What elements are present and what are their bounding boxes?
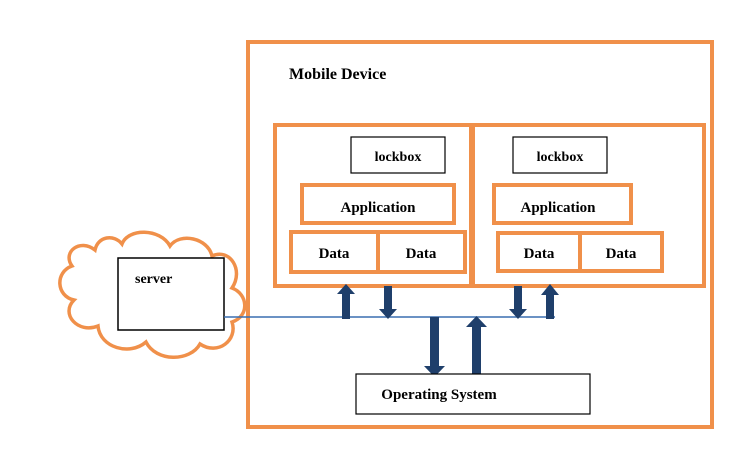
right-data-2-label: Data	[606, 246, 637, 262]
right-data-1-label: Data	[524, 246, 555, 262]
right-application-label: Application	[520, 200, 596, 216]
left-data-1-label: Data	[319, 246, 350, 262]
operating-system-label: Operating System	[381, 387, 497, 403]
arrow-down-to-os	[424, 317, 445, 377]
left-application-box	[300, 183, 456, 225]
cloud-shape	[58, 230, 247, 359]
arrow-down-right-app	[509, 286, 527, 319]
server-label: server	[135, 272, 172, 287]
left-data-2-label: Data	[406, 246, 437, 262]
mobile-device-title: Mobile Device	[289, 66, 386, 83]
arrow-up-from-os	[466, 316, 487, 375]
arrow-down-left-app	[379, 286, 397, 319]
right-lockbox-label: lockbox	[537, 150, 584, 165]
right-app-container	[471, 123, 706, 288]
operating-system-box	[355, 373, 591, 415]
left-lockbox-label: lockbox	[375, 150, 422, 165]
right-application-box	[492, 183, 633, 225]
right-lockbox-box	[512, 136, 608, 174]
left-lockbox-box	[350, 136, 446, 174]
arrow-up-left-app	[337, 284, 355, 319]
server-box	[117, 257, 225, 331]
left-application-label: Application	[340, 200, 416, 216]
arrow-up-right-app	[541, 284, 559, 319]
mobile-device-frame	[246, 40, 714, 429]
